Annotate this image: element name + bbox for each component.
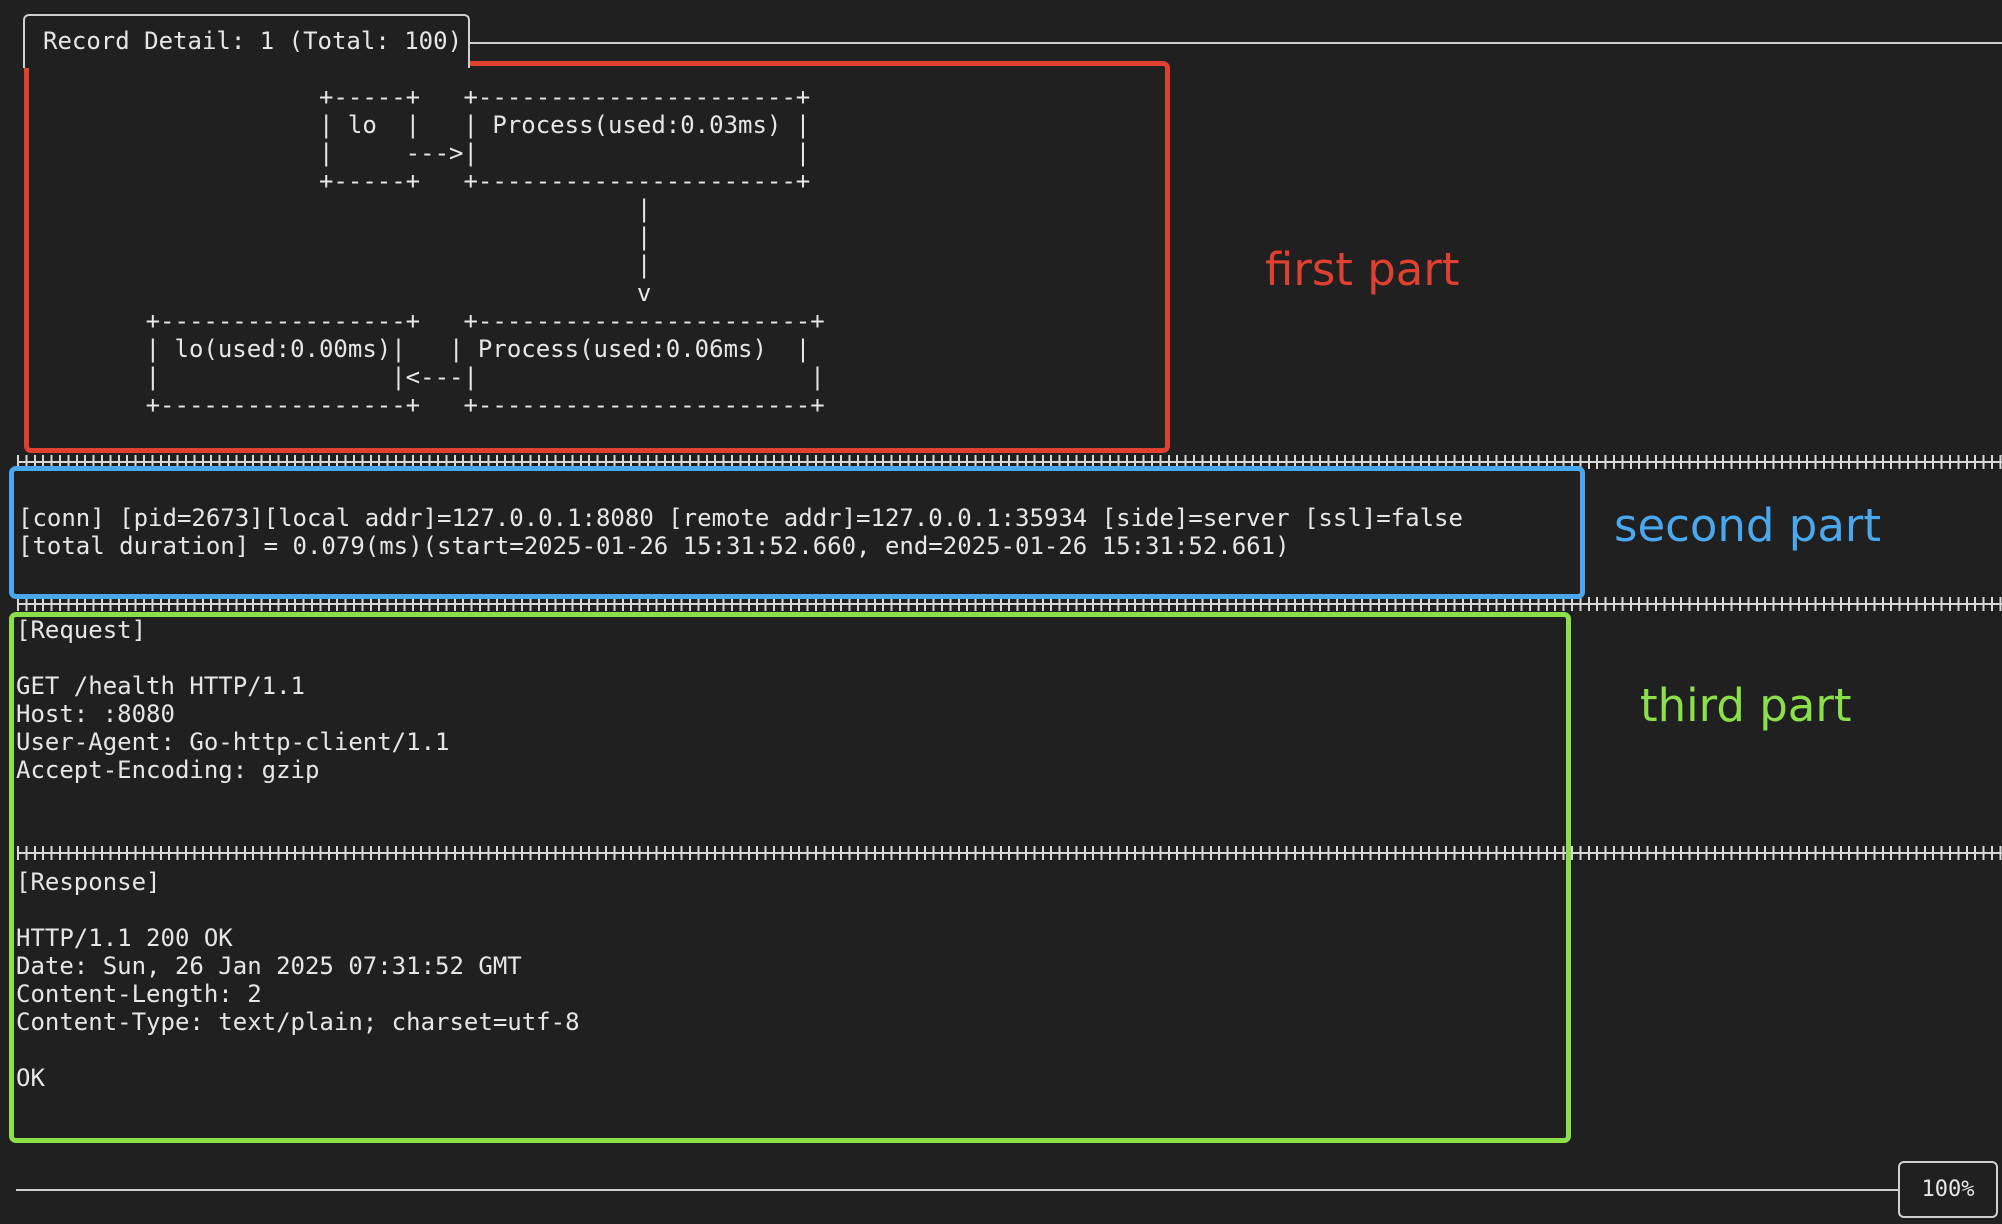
separator bbox=[17, 455, 2002, 469]
second-part-label: second part bbox=[1614, 499, 1882, 552]
first-part-label: first part bbox=[1265, 243, 1460, 296]
connection-info: [conn] [pid=2673][local addr]=127.0.0.1:… bbox=[18, 504, 1463, 560]
third-part-label: third part bbox=[1640, 679, 1852, 732]
duration-line: [total duration] = 0.079(ms)(start=2025-… bbox=[18, 532, 1290, 560]
separator bbox=[17, 597, 2002, 611]
third-part-highlight bbox=[9, 612, 1571, 1143]
zoom-indicator[interactable]: 100% bbox=[1898, 1161, 1998, 1218]
bottom-rule bbox=[16, 1189, 1899, 1191]
zoom-level: 100% bbox=[1921, 1177, 1975, 1202]
connection-line: [conn] [pid=2673][local addr]=127.0.0.1:… bbox=[18, 504, 1463, 532]
separator bbox=[17, 846, 2002, 860]
record-detail-title: Record Detail: 1 (Total: 100) bbox=[43, 27, 463, 55]
second-part-highlight bbox=[9, 466, 1585, 599]
process-flow-diagram: +-----+ +----------------------+ | lo | … bbox=[145, 83, 825, 419]
record-detail-tab[interactable] bbox=[23, 14, 470, 68]
request-block: [Request] GET /health HTTP/1.1 Host: :80… bbox=[16, 616, 450, 784]
response-block: [Response] HTTP/1.1 200 OK Date: Sun, 26… bbox=[16, 868, 580, 1092]
title-rule bbox=[470, 42, 2002, 44]
first-part-highlight bbox=[24, 61, 1170, 453]
